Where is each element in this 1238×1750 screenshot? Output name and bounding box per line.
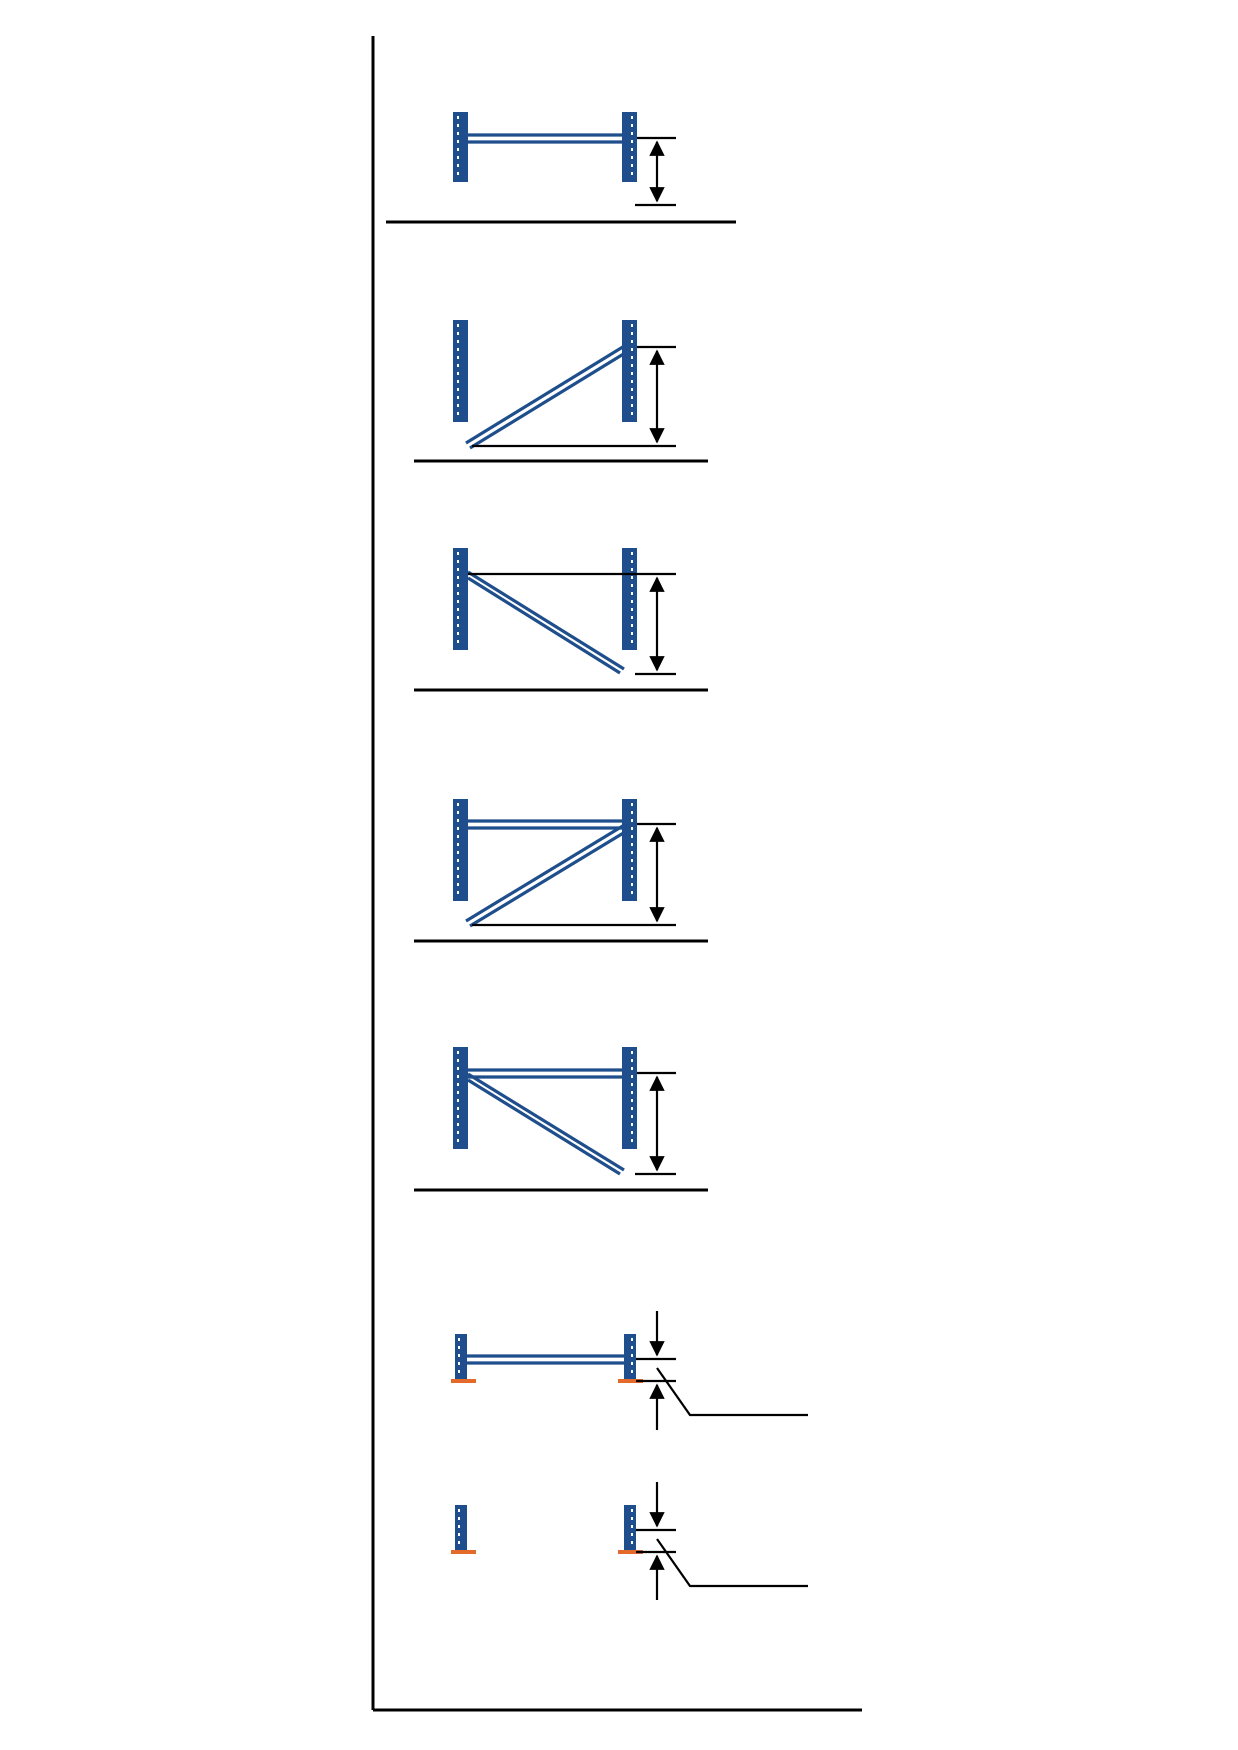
diagonal-brace [465, 822, 631, 928]
horizontal-beam [467, 1354, 624, 1365]
horizontal-beam [468, 133, 622, 144]
right-upright [622, 320, 637, 422]
right-upright [624, 1334, 636, 1380]
config-horizontal-plus-falling [414, 1047, 708, 1192]
left-upright [453, 799, 468, 901]
left-upright [453, 1047, 468, 1149]
height-dimension [472, 822, 676, 927]
config-horizontal-plus-rising [414, 799, 708, 943]
diagonal-brace [465, 343, 631, 450]
height-dimension [468, 572, 676, 676]
config-horizontal-beam [386, 112, 736, 224]
right-upright [622, 548, 637, 650]
base-plate [618, 1379, 643, 1383]
height-dimension [472, 345, 676, 448]
base-plate [451, 1379, 476, 1383]
clearance-dimension [636, 1482, 808, 1600]
config-diagonal-rising [414, 320, 708, 463]
right-upright [624, 1505, 636, 1551]
right-upright [622, 1047, 637, 1149]
diagonal-brace [467, 570, 625, 675]
leader-line [656, 1367, 808, 1417]
height-dimension [635, 136, 676, 207]
right-upright [622, 112, 637, 182]
diagonal-brace [467, 1072, 625, 1176]
base-plate [618, 1550, 643, 1554]
left-upright [453, 320, 468, 422]
config-uprights-with-base-plates [451, 1482, 808, 1600]
horizontal-beam [468, 819, 622, 830]
left-upright [455, 1505, 467, 1551]
left-upright [453, 548, 468, 650]
right-upright [622, 799, 637, 901]
clearance-dimension [636, 1311, 808, 1430]
left-upright [455, 1334, 467, 1380]
base-plate [451, 1550, 476, 1554]
leader-line [656, 1538, 808, 1588]
config-horizontal-with-base-plates [451, 1311, 808, 1430]
height-dimension [635, 1071, 676, 1176]
config-diagonal-falling [414, 548, 708, 692]
horizontal-beam [468, 1068, 622, 1079]
left-upright [453, 112, 468, 182]
